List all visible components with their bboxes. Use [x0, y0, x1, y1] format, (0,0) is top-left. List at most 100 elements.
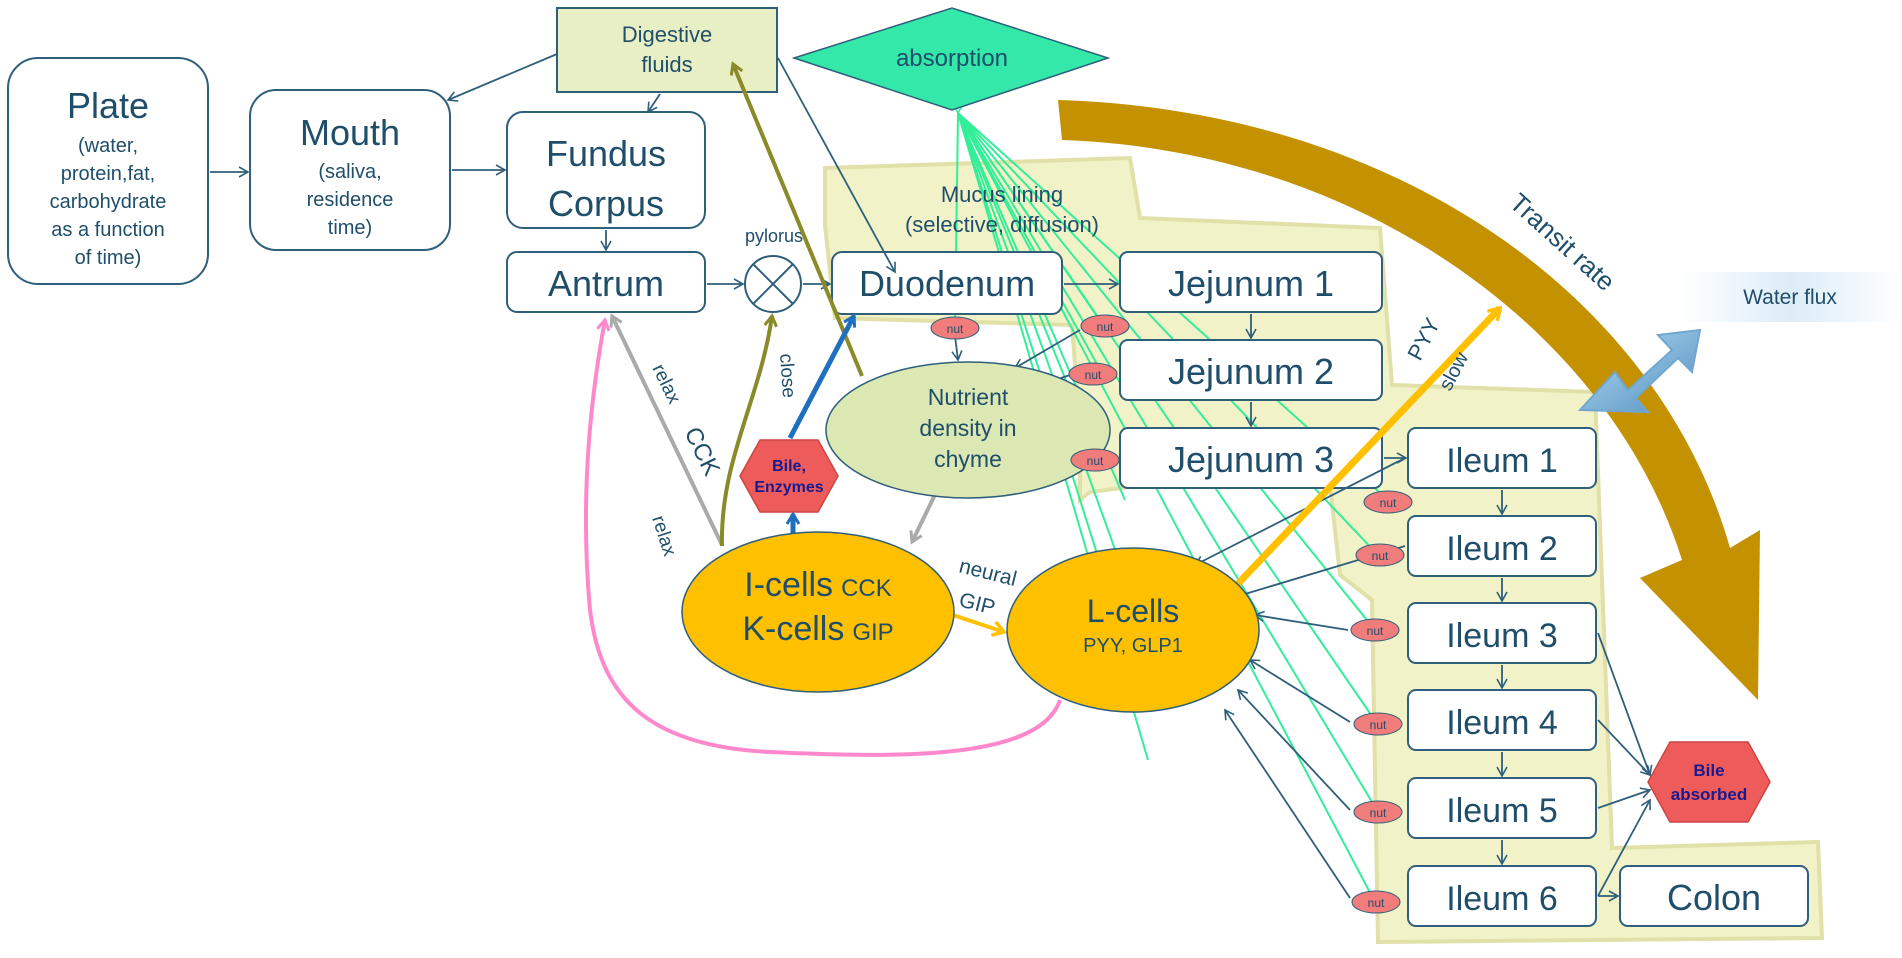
digestive-line: Digestive — [622, 22, 712, 47]
nut-oval: nut — [1351, 890, 1401, 914]
duodenum-box: Duodenum — [831, 251, 1063, 315]
water-flux-label: Water flux — [1743, 286, 1837, 309]
ileum-3-box: Ileum 3 — [1407, 602, 1597, 664]
olive-arrow-to-pylorus — [719, 316, 772, 547]
nut-oval: nut — [1355, 543, 1405, 567]
svg-text:nut: nut — [1367, 624, 1384, 638]
ileum-5-title: Ileum 5 — [1446, 792, 1558, 830]
svg-text:nut: nut — [1370, 718, 1387, 732]
nutrient-line: Nutrient — [928, 384, 1009, 410]
ileum-1-box: Ileum 1 — [1407, 427, 1597, 489]
svg-text:nut: nut — [1087, 454, 1104, 468]
jejunum-1-title: Jejunum 1 — [1168, 263, 1334, 304]
ileum-5-box: Ileum 5 — [1407, 777, 1597, 839]
plate-line: carbohydrate — [50, 191, 167, 213]
cck-relax-arrow — [612, 316, 724, 546]
jejunum-3-box: Jejunum 3 — [1119, 427, 1383, 489]
jejunum-3-title: Jejunum 3 — [1168, 439, 1334, 480]
mouth-line: time) — [328, 217, 372, 239]
l-cells-label: L-cells — [1087, 593, 1179, 629]
absorption-label: absorption — [896, 45, 1008, 72]
mouth-box: Mouth (saliva, residence time) — [249, 89, 451, 251]
plate-line: as a function — [51, 219, 164, 241]
svg-text:nut: nut — [1368, 896, 1385, 910]
nut-oval: nut — [1350, 618, 1400, 642]
ileum-4-box: Ileum 4 — [1407, 689, 1597, 751]
svg-text:nut: nut — [1085, 368, 1102, 382]
gip-arrow-label: GIP — [957, 589, 998, 620]
fundus-line: Fundus — [546, 133, 666, 174]
svg-text:nut: nut — [1372, 549, 1389, 563]
mouth-line: (saliva, — [318, 161, 381, 183]
nut-oval: nut — [930, 316, 980, 340]
close-label: close — [775, 353, 799, 399]
lcells-relax-curve — [583, 320, 1062, 757]
nut-oval: nut — [1353, 800, 1403, 824]
absorption-diamond: absorption — [791, 7, 1111, 111]
mucus-label: Mucus lining — [941, 182, 1063, 207]
mouth-line: residence — [307, 189, 394, 211]
ileum-6-title: Ileum 6 — [1446, 880, 1558, 918]
ileum-2-title: Ileum 2 — [1446, 530, 1558, 568]
plate-title: Plate — [67, 85, 149, 126]
nut-oval: nut — [1363, 490, 1413, 514]
antrum-title: Antrum — [548, 263, 664, 304]
plate-line: protein,fat, — [61, 163, 156, 185]
pylorus-valve — [744, 255, 802, 313]
l-cells-ellipse: L-cells PYY, GLP1 — [1006, 547, 1260, 713]
ileum-1-title: Ileum 1 — [1446, 442, 1558, 480]
bile-absorbed-line: absorbed — [1671, 785, 1748, 804]
fundus-corpus-box: Fundus Corpus — [506, 111, 706, 229]
i-cells-label: I-cells — [744, 566, 833, 604]
bile-enzymes-line: Bile, — [772, 458, 806, 475]
ileum-4-title: Ileum 4 — [1446, 704, 1558, 742]
svg-text:nut: nut — [1097, 320, 1114, 334]
plate-box: Plate (water, protein,fat, carbohydrate … — [7, 57, 209, 285]
bile-absorbed-hexagon: Bile absorbed — [1647, 741, 1771, 823]
bile-to-duodenum-arrow — [787, 316, 857, 440]
water-flux-arrow — [1577, 328, 1702, 414]
colon-title: Colon — [1667, 877, 1761, 918]
colon-box: Colon — [1619, 865, 1809, 927]
mouth-title: Mouth — [300, 112, 400, 153]
antrum-box: Antrum — [506, 251, 706, 313]
nut-oval: nut — [1080, 314, 1130, 338]
i-cells-sub: CCK — [841, 575, 892, 602]
jejunum-1-box: Jejunum 1 — [1119, 251, 1383, 313]
relax-label-lower: relax — [647, 513, 680, 559]
nut-oval: nut — [1068, 362, 1118, 386]
nutrient-line: chyme — [934, 446, 1002, 472]
ileum-6-box: Ileum 6 — [1407, 865, 1597, 927]
plate-line: (water, — [78, 135, 138, 157]
bile-enzymes-line: Enzymes — [754, 479, 823, 496]
gip-neural-arrow — [949, 612, 1004, 632]
k-cells-sub: GIP — [852, 619, 893, 646]
neural-label: neural — [957, 555, 1019, 591]
nut-oval: nut — [1070, 448, 1120, 472]
l-cells-sub: PYY, GLP1 — [1083, 635, 1183, 657]
jejunum-2-title: Jejunum 2 — [1168, 351, 1334, 392]
plate-line: of time) — [75, 247, 142, 269]
pylorus-label: pylorus — [745, 226, 803, 246]
svg-text:nut: nut — [947, 322, 964, 336]
nutrient-line: density in — [919, 415, 1016, 441]
pyy-label: PYY — [1402, 313, 1445, 364]
nutrient-density-ellipse: Nutrient density in chyme — [825, 361, 1111, 499]
ileum-2-box: Ileum 2 — [1407, 515, 1597, 577]
nut-ovals: nut nut nut nut nut nut nut nut nut nut — [930, 314, 1413, 914]
fundus-line: Corpus — [548, 183, 664, 224]
bile-enzymes-hexagon: Bile, Enzymes — [739, 439, 839, 513]
digestive-line: fluids — [641, 52, 692, 77]
svg-text:nut: nut — [1370, 806, 1387, 820]
olive-arrow-to-digestive — [733, 64, 864, 377]
pyy-slow-arrow — [1229, 305, 1503, 593]
water-flux-band — [1680, 272, 1902, 322]
ileum-3-title: Ileum 3 — [1446, 617, 1558, 655]
duodenum-title: Duodenum — [859, 263, 1035, 304]
svg-text:nut: nut — [1380, 496, 1397, 510]
nut-oval: nut — [1353, 712, 1403, 736]
